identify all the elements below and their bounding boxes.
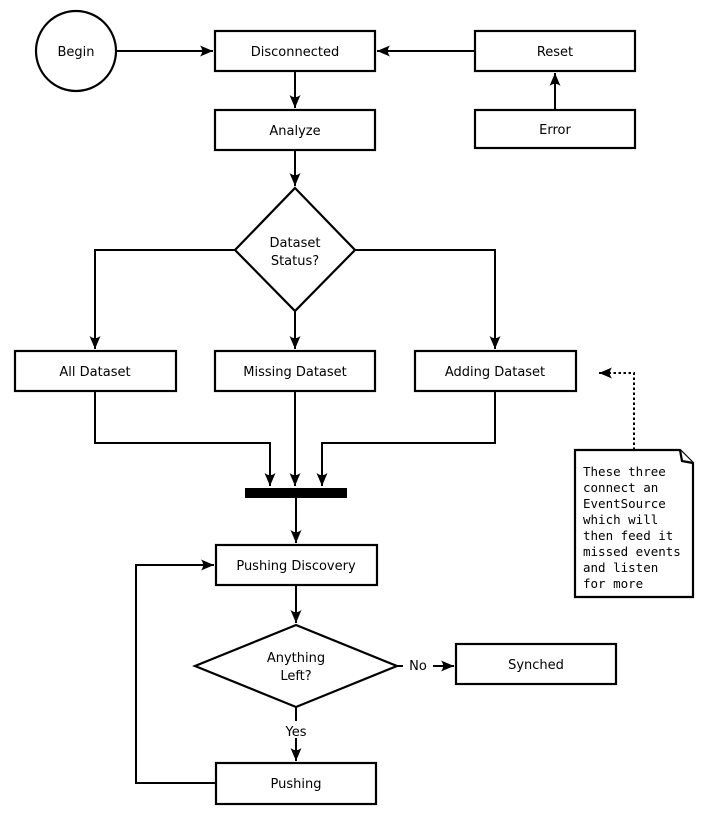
anything-left-diamond xyxy=(192,623,400,709)
all-dataset-label: All Dataset xyxy=(59,365,130,380)
edge-adding-dataset-to-sync-bar xyxy=(316,391,496,486)
note-line-8: for more xyxy=(583,576,643,591)
anything-left-label-line2: Left? xyxy=(280,669,311,684)
disconnected-label: Disconnected xyxy=(251,45,339,60)
node-adding-dataset: Adding Dataset xyxy=(413,349,578,393)
pushing-label: Pushing xyxy=(271,777,322,792)
edge-all-dataset-to-sync-bar xyxy=(94,391,276,486)
pushing-discovery-box xyxy=(214,543,379,587)
no-label: No xyxy=(409,659,427,674)
edge-dataset-status-to-all-dataset xyxy=(89,249,235,349)
node-synched: Synched xyxy=(454,642,618,686)
pushing-discovery-label: Pushing Discovery xyxy=(236,559,356,574)
begin-label: Begin xyxy=(57,45,94,60)
edge-labels: No Yes xyxy=(280,655,433,740)
note-line-2: connect an xyxy=(583,480,658,495)
edge-dataset-status-to-adding-dataset xyxy=(355,249,501,349)
node-pushing-discovery: Pushing Discovery xyxy=(214,543,379,587)
note-fold-corner xyxy=(678,449,694,465)
missing-dataset-label: Missing Dataset xyxy=(243,365,347,380)
begin-circle xyxy=(34,9,118,93)
note-line-1: These three xyxy=(583,464,666,479)
analyze-label: Analyze xyxy=(269,124,320,139)
node-pushing: Pushing xyxy=(214,761,378,806)
disconnected-box xyxy=(213,29,377,73)
yes-label-mask xyxy=(280,721,312,738)
pushing-box xyxy=(214,761,378,806)
node-missing-dataset: Missing Dataset xyxy=(213,349,377,393)
yes-label: Yes xyxy=(285,725,307,740)
reset-label: Reset xyxy=(537,45,573,60)
dataset-status-diamond xyxy=(233,186,357,313)
node-error: Error xyxy=(473,108,637,150)
synched-box xyxy=(454,642,618,686)
node-analyze: Analyze xyxy=(213,108,377,152)
node-all-dataset: All Dataset xyxy=(13,349,178,393)
node-anything-left: Anything Left? xyxy=(192,623,400,709)
synched-label: Synched xyxy=(508,658,564,673)
note-line-4: which will xyxy=(583,512,658,527)
reset-box xyxy=(473,29,637,73)
dataset-status-label-line2: Status? xyxy=(271,254,319,269)
edge-note-to-adding-dataset-dotted xyxy=(599,367,635,450)
note-shape xyxy=(573,448,695,599)
note-line-6: missed events xyxy=(583,544,681,559)
note-annotation: These three connect an EventSource which… xyxy=(573,448,695,599)
node-dataset-status: Dataset Status? xyxy=(233,186,357,313)
edge-pushing-loop-to-pushing-discovery xyxy=(135,559,216,784)
analyze-box xyxy=(213,108,377,152)
sync-bar xyxy=(245,488,347,498)
adding-dataset-box xyxy=(413,349,578,393)
node-disconnected: Disconnected xyxy=(213,29,377,73)
node-reset: Reset xyxy=(473,29,637,73)
error-label: Error xyxy=(539,123,571,138)
adding-dataset-label: Adding Dataset xyxy=(445,365,545,380)
dataset-status-label-line1: Dataset xyxy=(270,236,321,251)
note-line-3: EventSource xyxy=(583,496,666,511)
note-line-7: and listen xyxy=(583,560,658,575)
missing-dataset-box xyxy=(213,349,377,393)
no-label-mask xyxy=(403,655,433,672)
anything-left-label-line1: Anything xyxy=(267,651,325,666)
error-box xyxy=(473,108,637,150)
sync-bar-rect xyxy=(245,488,347,498)
all-dataset-box xyxy=(13,349,178,393)
node-begin: Begin xyxy=(34,9,118,93)
note-line-5: then feed it xyxy=(583,528,673,543)
